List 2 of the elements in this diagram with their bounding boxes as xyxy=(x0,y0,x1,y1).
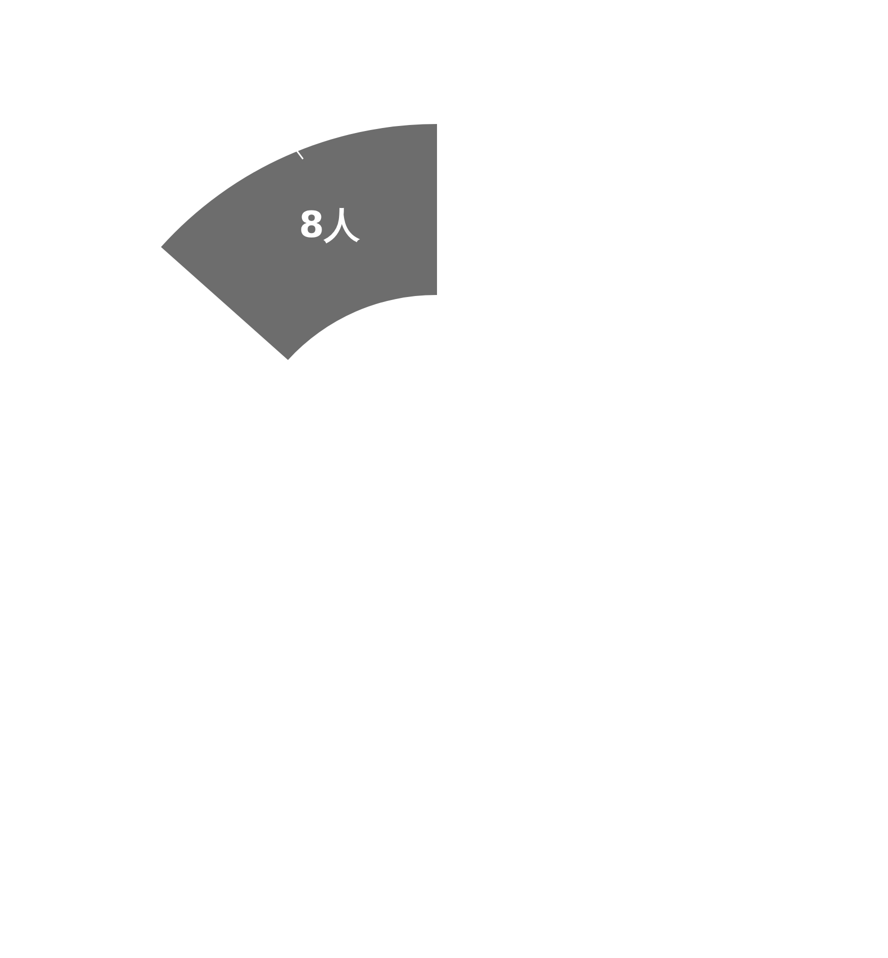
value-label: 8人 xyxy=(299,208,360,244)
donut-segment xyxy=(161,124,437,360)
